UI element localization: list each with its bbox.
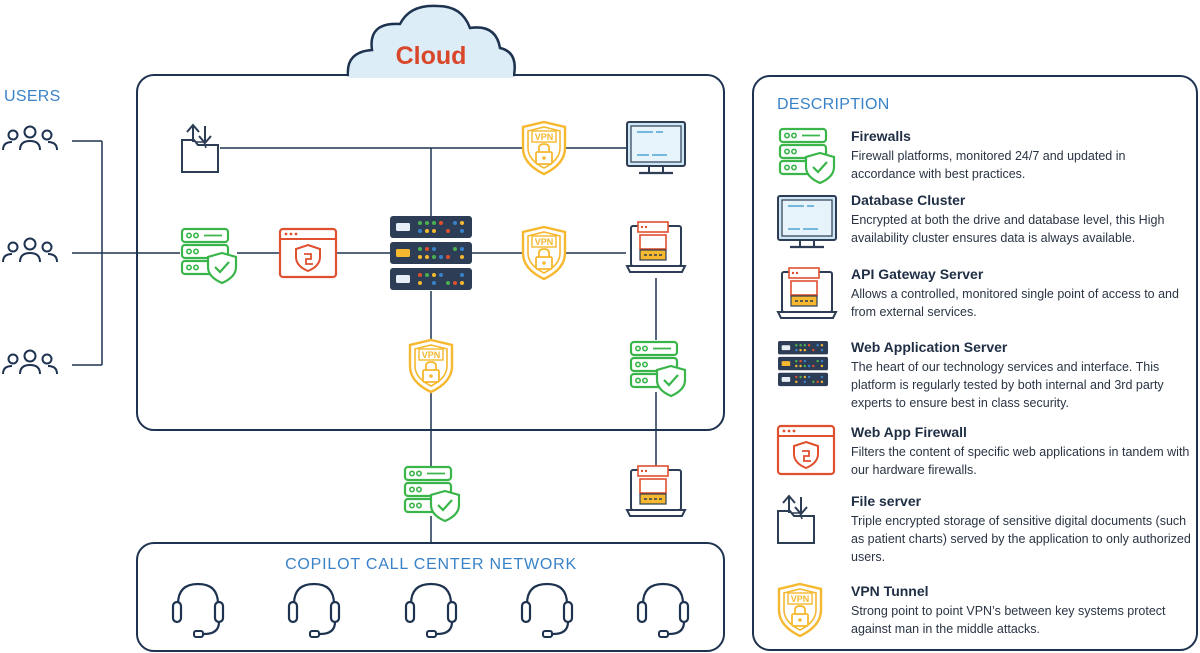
legend-item-name: Firewalls xyxy=(851,128,911,144)
legend-item-text: Encrypted at both the drive and database… xyxy=(851,213,1165,245)
api-gateway-icon xyxy=(626,221,686,273)
legend-item-name: API Gateway Server xyxy=(851,266,984,282)
legend-item-text: Strong point to point VPN’s between key … xyxy=(851,604,1166,636)
firewall-icon xyxy=(403,465,461,523)
legend-item-text: Filters the content of specific web appl… xyxy=(851,445,1190,477)
legend-item-text: Allows a controlled, monitored single po… xyxy=(851,287,1179,319)
connector-lines xyxy=(72,140,657,543)
legend-item-text: Triple encrypted storage of sensitive di… xyxy=(851,514,1191,564)
vpn-tunnel-icon xyxy=(521,225,567,281)
web-application-server-icon xyxy=(390,216,472,290)
call-center-label: COPILOT CALL CENTER NETWORK xyxy=(285,556,577,573)
file-server-icon xyxy=(181,124,219,173)
users-group-icon xyxy=(2,237,58,263)
users-group-icon xyxy=(2,125,58,151)
headset-icon xyxy=(636,582,690,639)
legend-item-name: Web App Firewall xyxy=(851,424,967,440)
legend-item-api-gateway: API Gateway Server Allows a controlled, … xyxy=(851,266,1191,321)
users-group-icon xyxy=(2,349,58,375)
users-label: USERS xyxy=(4,88,61,105)
legend-item-web-app-firewall: Web App Firewall Filters the content of … xyxy=(851,424,1191,479)
cloud-shape xyxy=(346,4,516,77)
vpn-tunnel-icon xyxy=(521,120,567,176)
headset-icon xyxy=(287,582,341,639)
legend-item-firewalls: Firewalls Firewall platforms, monitored … xyxy=(851,128,1191,183)
headset-icon xyxy=(171,582,225,639)
legend-item-name: Web Application Server xyxy=(851,339,1008,355)
api-gateway-icon xyxy=(626,465,686,517)
headset-icon xyxy=(520,582,574,639)
cloud-label: Cloud xyxy=(395,42,467,70)
vpn-tunnel-icon xyxy=(408,338,454,394)
legend-item-text: Firewall platforms, monitored 24/7 and u… xyxy=(851,149,1126,181)
legend-item-file-server: File server Triple encrypted storage of … xyxy=(851,493,1191,566)
legend-item-name: File server xyxy=(851,493,922,509)
database-cluster-icon xyxy=(625,120,687,175)
web-app-firewall-icon xyxy=(278,227,338,279)
description-title: DESCRIPTION xyxy=(777,96,890,113)
legend-item-name: Database Cluster xyxy=(851,192,966,208)
firewall-icon xyxy=(180,227,238,285)
legend-item-vpn-tunnel: VPN Tunnel Strong point to point VPN’s b… xyxy=(851,583,1191,638)
legend-item-web-app-server: Web Application Server The heart of our … xyxy=(851,339,1191,412)
firewall-icon xyxy=(629,340,687,398)
legend-item-database-cluster: Database Cluster Encrypted at both the d… xyxy=(851,192,1191,247)
description-panel xyxy=(752,75,1198,651)
legend-item-name: VPN Tunnel xyxy=(851,583,929,599)
legend-item-text: The heart of our technology services and… xyxy=(851,360,1164,410)
headset-icon xyxy=(404,582,458,639)
